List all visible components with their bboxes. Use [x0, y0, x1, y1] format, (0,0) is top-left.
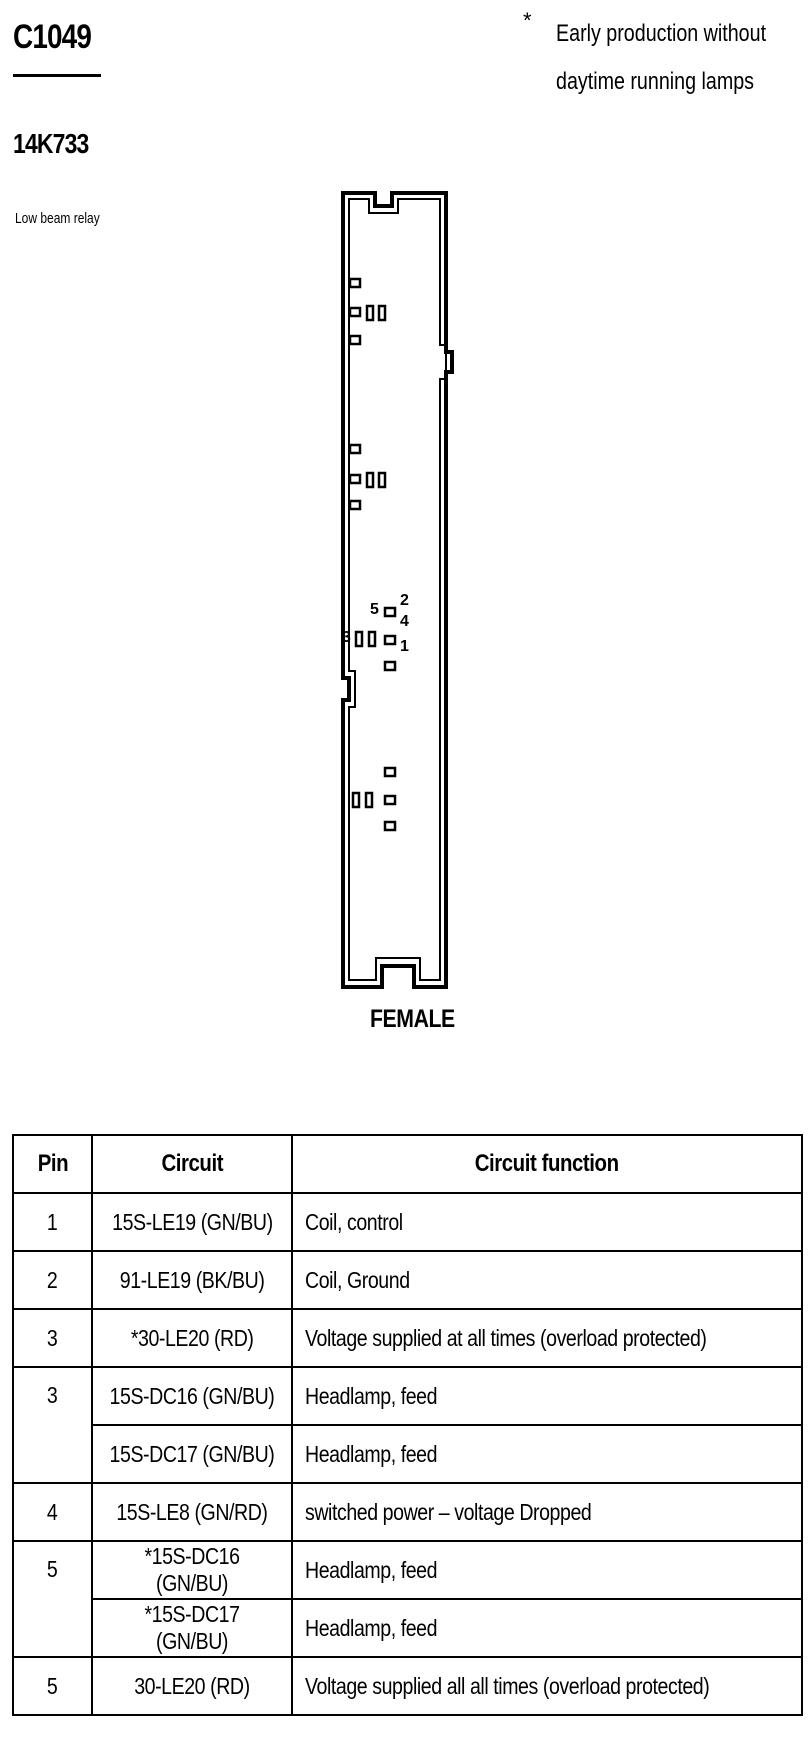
pin-cell: 5	[12, 1540, 93, 1658]
circuit-cell: 15S-LE19 (GN/BU)	[91, 1192, 293, 1252]
pin-label-5: 5	[370, 601, 379, 618]
connector-outline-outer	[341, 191, 454, 989]
pin-cell: 3	[12, 1308, 93, 1368]
pin-table-header: Pin Circuit Circuit function	[12, 1134, 803, 1194]
note-line-2: daytime running lamps	[556, 68, 754, 95]
table-row: 5 30-LE20 (RD) Voltage supplied all all …	[12, 1656, 803, 1716]
pin-cell: 3	[12, 1366, 93, 1484]
pin-label-1: 1	[400, 638, 409, 655]
terminal-group-4	[351, 766, 397, 832]
table-row: 1 15S-LE19 (GN/BU) Coil, control	[12, 1192, 803, 1252]
function-cell: switched power – voltage Dropped	[291, 1482, 803, 1542]
table-row: 3 15S-DC16 (GN/BU) Headlamp, feed	[12, 1366, 803, 1484]
table-row: *15S-DC17 (GN/BU) Headlamp, feed	[13, 1598, 803, 1658]
pin-label-4: 4	[400, 613, 409, 630]
part-number: 14K733	[13, 128, 89, 159]
table-row: 4 15S-LE8 (GN/RD) switched power – volta…	[12, 1482, 803, 1542]
pin-cell: 2	[12, 1250, 93, 1310]
header-pin: Pin	[12, 1134, 93, 1194]
circuit-cell: 91-LE19 (BK/BU)	[91, 1250, 293, 1310]
production-note: Early production without daytime running…	[556, 10, 766, 106]
table-row: 2 91-LE19 (BK/BU) Coil, Ground	[12, 1250, 803, 1310]
circuit-cell: *30-LE20 (RD)	[91, 1308, 293, 1368]
pin-label-3: 3	[342, 629, 351, 646]
connector-face-diagram: 5 2 4 3 1	[341, 191, 454, 989]
component-description: Low beam relay	[15, 210, 100, 227]
table-row: 3 *30-LE20 (RD) Voltage supplied at all …	[12, 1308, 803, 1368]
pin-table: Pin Circuit Circuit function 1 15S-LE19 …	[12, 1134, 803, 1716]
note-marker: *	[523, 8, 532, 33]
circuit-cell: *15S-DC16 (GN/BU)	[91, 1540, 293, 1600]
view-label: FEMALE	[370, 1005, 455, 1033]
pin-cell: 1	[12, 1192, 93, 1252]
table-row: 15S-DC17 (GN/BU) Headlamp, feed	[13, 1424, 803, 1484]
circuit-cell: 15S-LE8 (GN/RD)	[91, 1482, 293, 1542]
table-row: 5 *15S-DC16 (GN/BU) Headlamp, feed	[12, 1540, 803, 1658]
pin-cell: 5	[12, 1656, 93, 1716]
circuit-cell: 15S-DC17 (GN/BU)	[91, 1424, 293, 1484]
function-cell: Coil, control	[291, 1192, 803, 1252]
connector-outline-inner	[348, 198, 447, 981]
circuit-cell: *15S-DC17 (GN/BU)	[91, 1598, 293, 1658]
header-circuit: Circuit	[91, 1134, 293, 1194]
function-cell: Headlamp, feed	[291, 1598, 803, 1658]
function-cell: Voltage supplied at all times (overload …	[291, 1308, 803, 1368]
circuit-cell: 30-LE20 (RD)	[91, 1656, 293, 1716]
title-underline	[13, 74, 101, 77]
function-cell: Headlamp, feed	[291, 1366, 803, 1426]
header-circuit-function: Circuit function	[291, 1134, 803, 1194]
circuit-cell: 15S-DC16 (GN/BU)	[91, 1366, 293, 1426]
function-cell: Headlamp, feed	[291, 1424, 803, 1484]
note-line-1: Early production without	[556, 20, 767, 47]
pin-cell: 4	[12, 1482, 93, 1542]
function-cell: Coil, Ground	[291, 1250, 803, 1310]
connector-id: C1049	[13, 18, 92, 56]
terminal-group-2	[348, 443, 387, 511]
function-cell: Voltage supplied all all times (overload…	[291, 1656, 803, 1716]
terminal-group-1	[348, 277, 387, 346]
function-cell: Headlamp, feed	[291, 1540, 803, 1600]
terminal-group-labeled: 5 2 4 3 1	[342, 592, 409, 672]
pin-label-2: 2	[400, 592, 409, 609]
